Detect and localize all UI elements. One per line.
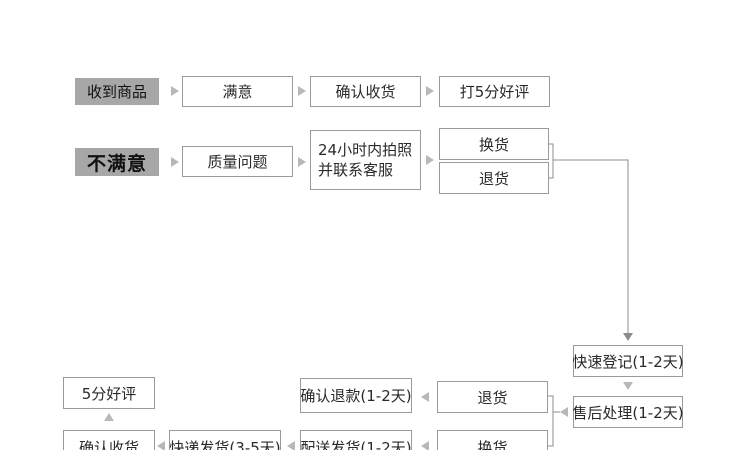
contact-line-1: 24小时内拍照 <box>318 141 413 159</box>
option-bracket <box>549 143 554 179</box>
arrow-left-icon <box>560 407 568 417</box>
arrow-right-icon <box>298 86 306 96</box>
received-goods-node: 收到商品 <box>75 78 159 105</box>
return-node: 退货 <box>437 381 548 413</box>
connector-to-register <box>553 159 629 334</box>
return-option-node: 退货 <box>439 162 549 194</box>
after-sales-bracket <box>548 395 554 447</box>
confirm-refund-node: 确认退款(1-2天) <box>300 378 412 413</box>
arrow-right-icon <box>171 157 179 167</box>
final-confirm-receipt-node: 确认收货 <box>63 430 155 450</box>
arrow-right-icon <box>426 86 434 96</box>
arrow-down-icon <box>623 382 633 390</box>
arrow-right-icon <box>426 155 434 165</box>
express-delivery-node: 快递发货(3-5天) <box>169 430 281 450</box>
arrow-down-icon <box>623 333 633 341</box>
exchange-node: 换货 <box>437 430 548 450</box>
satisfied-node: 满意 <box>182 76 293 107</box>
arrow-up-icon <box>104 413 114 421</box>
arrow-right-icon <box>171 86 179 96</box>
exchange-option-node: 换货 <box>439 128 549 160</box>
ship-goods-node: 配送发货(1-2天) <box>300 430 412 450</box>
quick-register-node: 快速登记(1-2天) <box>572 345 684 377</box>
final-rating-node: 5分好评 <box>63 377 155 409</box>
arrow-right-icon <box>298 157 306 167</box>
contact-service-node: 24小时内拍照 并联系客服 <box>310 130 421 190</box>
quality-issue-node: 质量问题 <box>182 146 293 177</box>
five-star-rating-node: 打5分好评 <box>439 76 550 107</box>
unsatisfied-node: 不满意 <box>75 148 159 176</box>
arrow-left-icon <box>421 441 429 450</box>
confirm-receipt-node: 确认收货 <box>310 76 421 107</box>
arrow-left-icon <box>287 441 295 450</box>
after-sales-process-node: 售后处理(1-2天) <box>572 396 684 428</box>
arrow-left-icon <box>157 441 165 450</box>
contact-line-2: 并联系客服 <box>318 161 394 179</box>
arrow-left-icon <box>421 392 429 402</box>
